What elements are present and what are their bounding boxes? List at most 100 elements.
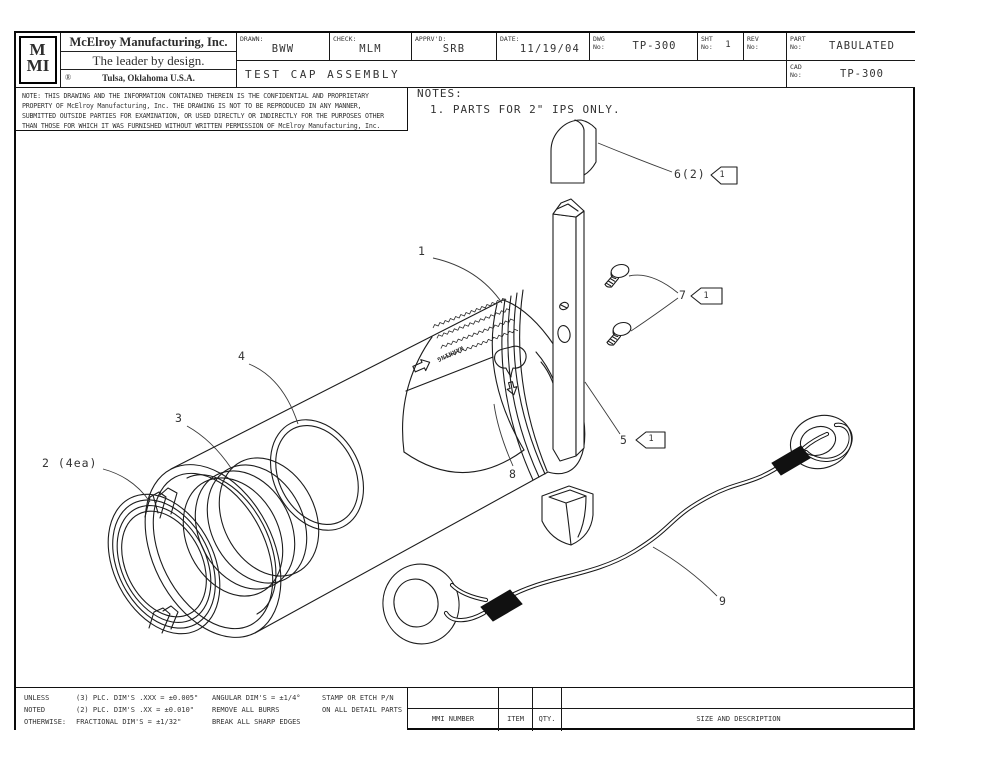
notes-heading: NOTES: <box>417 87 463 100</box>
callout-part-4: 4 <box>238 349 246 363</box>
lanyard-drawing <box>382 414 853 645</box>
sht-no-cell: SHT No: 1 <box>698 33 744 61</box>
cad-label1: CAD <box>790 63 802 71</box>
confidential-note-line: NOTE: THIS DRAWING AND THE INFORMATION C… <box>22 92 369 100</box>
cad-label2: No: <box>790 71 802 79</box>
drawing-title: TEST CAP ASSEMBLY <box>245 68 401 81</box>
label-small-arrow-icon <box>506 381 518 396</box>
check-cell: CHECK: MLM <box>330 33 412 61</box>
notes-item-1: 1. PARTS FOR 2" IPS ONLY. <box>430 103 621 116</box>
callout-leaders <box>102 142 718 597</box>
callout-part-8: 8 <box>509 467 517 481</box>
crimp-sleeve-right <box>771 445 811 476</box>
check-label: CHECK: <box>333 35 357 43</box>
company-tagline: The leader by design. <box>61 52 236 70</box>
warning-label-drawing <box>402 296 527 474</box>
header-item: ITEM <box>499 709 533 731</box>
cad-no-cell: CAD No: TP-300 <box>787 61 915 88</box>
tol-angular: ANGULAR DIM'S = ±1/4° <box>212 694 301 702</box>
dwg-label2: No: <box>593 43 605 51</box>
tol-detail-parts: ON ALL DETAIL PARTS <box>322 706 403 714</box>
date-label: DATE: <box>500 35 520 43</box>
crimp-sleeve-left <box>480 589 523 622</box>
callout-part-7: 7 <box>679 288 687 302</box>
rev-label2: No: <box>747 43 759 51</box>
empty-description-cell <box>562 688 915 708</box>
callout-part-5: 5 <box>620 433 628 447</box>
tol-noted: NOTED <box>24 706 46 714</box>
tol-edges: BREAK ALL SHARP EDGES <box>212 718 301 726</box>
dwg-label1: DWG <box>593 35 605 43</box>
header-qty: QTY. <box>533 709 562 731</box>
drawn-cell: DRAWN: BWW <box>237 33 330 61</box>
drawing-title-cell: TEST CAP ASSEMBLY <box>237 61 787 88</box>
company-name: McElroy Manufacturing, Inc. <box>61 33 236 52</box>
apprvd-value: SRB <box>442 43 466 55</box>
date-value: 11/19/04 <box>519 43 581 55</box>
apprvd-cell: APPRV'D: SRB <box>412 33 497 61</box>
screws-drawing <box>604 262 633 346</box>
tol-fractional: FRACTIONAL DIM'S = ±1/32" <box>76 718 182 726</box>
parts-table-header-row: MMI NUMBER ITEM QTY. SIZE AND DESCRIPTIO… <box>408 709 915 731</box>
registered-mark: ® <box>65 73 72 82</box>
tol-burrs: REMOVE ALL BURRS <box>212 706 280 714</box>
part-value: TABULATED <box>829 40 895 52</box>
tol-2plc: (2) PLC. DIM'S .XX = ±0.010" <box>76 706 195 714</box>
label-block-arrow-icon <box>412 359 431 373</box>
callout-part-6: 6(2) <box>674 167 706 181</box>
parts-table-empty-row <box>408 688 915 709</box>
o-ring-drawing <box>269 419 365 531</box>
check-value: MLM <box>359 43 382 55</box>
dwg-value: TP-300 <box>632 40 677 52</box>
sht-label2: No: <box>701 43 713 51</box>
confidential-note-line: THAN THOSE FOR WHICH IT WAS FURNISHED WI… <box>22 122 381 131</box>
dome-plug-top-drawing <box>550 119 597 184</box>
tol-stamp: STAMP OR ETCH P/N <box>322 694 394 702</box>
note-flags <box>635 166 738 449</box>
sht-value: 1 <box>725 40 732 50</box>
empty-mmi-number-cell <box>408 688 499 708</box>
label-graphic-blob <box>494 345 527 378</box>
logo-cell: M MI <box>16 33 61 88</box>
callout-part-1: 1 <box>418 244 426 258</box>
test-cap-body-drawing <box>144 289 586 638</box>
part-label2: No: <box>790 43 802 51</box>
company-cell: McElroy Manufacturing, Inc. The leader b… <box>61 33 237 88</box>
callout-part-2: 2 (4ea) <box>42 456 98 470</box>
bar-drawing <box>552 198 585 462</box>
empty-qty-cell <box>533 688 562 708</box>
date-cell: DATE: 11/19/04 <box>497 33 590 61</box>
sheet-border <box>14 31 915 730</box>
drawn-label: DRAWN: <box>240 35 264 43</box>
part-label1: PART <box>790 35 806 43</box>
header-mmi-number: MMI NUMBER <box>408 709 499 731</box>
sht-label1: SHT <box>701 35 713 43</box>
drawn-value: BWW <box>271 43 295 55</box>
confidential-note-line: SUBMITTED OUTSIDE PARTIES FOR EXAMINATIO… <box>22 112 384 121</box>
mmi-logo: M MI <box>19 36 57 84</box>
tolerance-block: UNLESS NOTED OTHERWISE: (3) PLC. DIM'S .… <box>16 687 408 730</box>
apprvd-label: APPRV'D: <box>415 35 447 43</box>
dwg-no-cell: DWG No: TP-300 <box>590 33 698 61</box>
flag-note-5: 1 <box>648 434 654 444</box>
flag-note-7: 1 <box>703 291 709 301</box>
logo-line1: M <box>29 40 47 59</box>
logo-line2: MI <box>26 56 50 76</box>
company-location: Tulsa, Oklahoma U.S.A. <box>102 73 195 83</box>
rev-label1: REV <box>747 35 759 43</box>
confidential-note-line: PROPERTY OF McElroy Manufacturing, Inc. … <box>22 102 362 111</box>
part-no-cell: PART No: TABULATED <box>787 33 915 61</box>
tol-unless: UNLESS <box>24 694 50 702</box>
flag-note-6: 1 <box>719 170 725 180</box>
tol-3plc: (3) PLC. DIM'S .XXX = ±0.005" <box>76 694 199 702</box>
parts-table: MMI NUMBER ITEM QTY. SIZE AND DESCRIPTIO… <box>408 687 915 731</box>
dome-plug-bottom-drawing <box>541 485 594 546</box>
callout-part-9: 9 <box>719 594 727 608</box>
cad-value: TP-300 <box>840 68 884 80</box>
rev-no-cell: REV No: <box>744 33 787 61</box>
callout-part-3: 3 <box>175 411 183 425</box>
tol-otherwise: OTHERWISE: <box>24 718 67 726</box>
empty-item-cell <box>499 688 533 708</box>
